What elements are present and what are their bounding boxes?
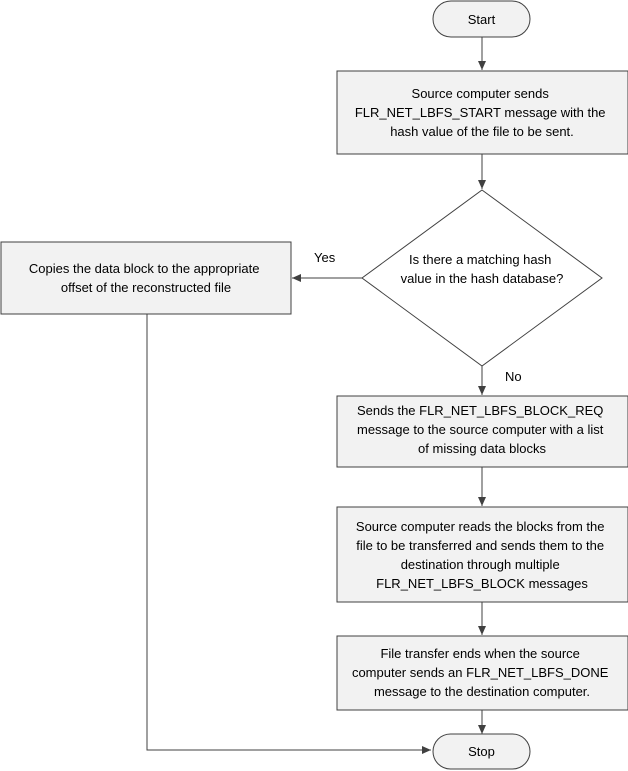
step-block-req-text: Sends the FLR_NET_LBFS_BLOCK_REQ message… xyxy=(357,403,607,456)
step-copy-line-2: offset of the reconstructed file xyxy=(61,280,231,295)
decision-matching-hash: Is there a matching hash value in the ha… xyxy=(361,189,603,367)
step-block-req-line-1: Sends the FLR_NET_LBFS_BLOCK_REQ xyxy=(357,403,603,418)
step-read-blocks: Source computer reads the blocks from th… xyxy=(336,506,628,603)
step-copy-text: Copies the data block to the appropriate… xyxy=(29,261,263,295)
start-terminator: Start xyxy=(432,0,531,38)
edge-label-yes: Yes xyxy=(314,250,336,265)
step-read-blocks-line-2: file to be transferred and sends them to… xyxy=(356,538,604,553)
decision-line-1: Is there a matching hash xyxy=(409,252,551,267)
step-send-start-line-2: FLR_NET_LBFS_START message with the xyxy=(355,105,606,120)
start-label: Start xyxy=(468,12,496,27)
step-block-req-line-3: of missing data blocks xyxy=(418,441,546,456)
decision-text: Is there a matching hash value in the ha… xyxy=(401,252,564,286)
stop-terminator: Stop xyxy=(432,733,531,770)
step-read-blocks-line-3: destination through multiple xyxy=(401,557,560,572)
step-done-text: File transfer ends when the source compu… xyxy=(352,646,612,699)
decision-line-2: value in the hash database? xyxy=(401,271,564,286)
step-send-start-text: Source computer sends FLR_NET_LBFS_START… xyxy=(355,86,609,139)
step-block-req-line-2: message to the source computer with a li… xyxy=(357,422,604,437)
start-shape xyxy=(432,0,531,38)
stop-label: Stop xyxy=(468,744,495,759)
arrow-copy-to-stop xyxy=(146,314,431,754)
step-done-line-2: computer sends an FLR_NET_LBFS_DONE xyxy=(352,665,609,680)
step-done-box xyxy=(336,635,628,711)
stop-shape xyxy=(432,733,531,770)
step-done-line-3: message to the destination computer. xyxy=(374,684,590,699)
step-copy-box xyxy=(0,241,292,315)
step-block-req: Sends the FLR_NET_LBFS_BLOCK_REQ message… xyxy=(336,395,628,468)
step-send-start-box xyxy=(336,70,628,155)
step-read-blocks-box xyxy=(336,506,628,603)
decision-diamond xyxy=(361,189,603,367)
step-send-start-line-1: Source computer sends xyxy=(412,86,550,101)
step-copy-line-1: Copies the data block to the appropriate xyxy=(29,261,260,276)
edge-label-no: No xyxy=(505,369,522,384)
step-done-line-1: File transfer ends when the source xyxy=(380,646,579,661)
connectors xyxy=(146,37,486,754)
step-read-blocks-text: Source computer reads the blocks from th… xyxy=(356,519,608,591)
step-block-req-box xyxy=(336,395,628,468)
step-send-start-line-3: hash value of the file to be sent. xyxy=(390,124,574,139)
step-copy-block: Copies the data block to the appropriate… xyxy=(0,241,292,315)
step-transfer-done: File transfer ends when the source compu… xyxy=(336,635,628,711)
step-read-blocks-line-1: Source computer reads the blocks from th… xyxy=(356,519,605,534)
step-read-blocks-line-4: FLR_NET_LBFS_BLOCK messages xyxy=(376,576,588,591)
step-send-start: Source computer sends FLR_NET_LBFS_START… xyxy=(336,70,628,155)
